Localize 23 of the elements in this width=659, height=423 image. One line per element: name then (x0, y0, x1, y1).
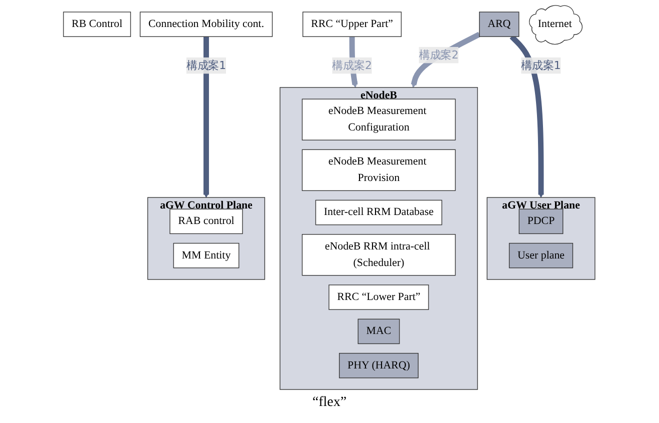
node-box: eNodeB Measurement Provision (302, 149, 456, 191)
node-box: ARQ (479, 12, 520, 37)
node-box: eNodeB RRM intra-cell (Scheduler) (302, 234, 456, 276)
node-box: User plane (509, 242, 574, 268)
node-box: Connection Mobility cont. (140, 12, 273, 37)
node-box: MM Entity (174, 242, 240, 268)
arrow (411, 32, 481, 88)
node-box: eNodeB Measurement Configuration (302, 98, 456, 140)
node-box: MAC (358, 318, 400, 344)
edge-label: 構成案2 (332, 58, 372, 72)
line-label: “flex” (312, 395, 347, 412)
arrow (510, 34, 544, 198)
node-box: RRC “Upper Part” (302, 12, 402, 37)
node-box: RRC “Lower Part” (328, 284, 430, 310)
node-box: RB Control (63, 12, 132, 37)
edge-label: 構成案1 (521, 58, 562, 72)
edge-label: 構成案2 (419, 48, 459, 62)
edge-label: 構成案1 (186, 58, 226, 72)
node-box: PDCP (519, 208, 564, 234)
node-box: RAB control (170, 208, 244, 234)
node-box: Inter-cell RRM Database (316, 200, 442, 226)
node-box: PHY (HARQ) (339, 352, 419, 378)
arrow (204, 36, 210, 198)
